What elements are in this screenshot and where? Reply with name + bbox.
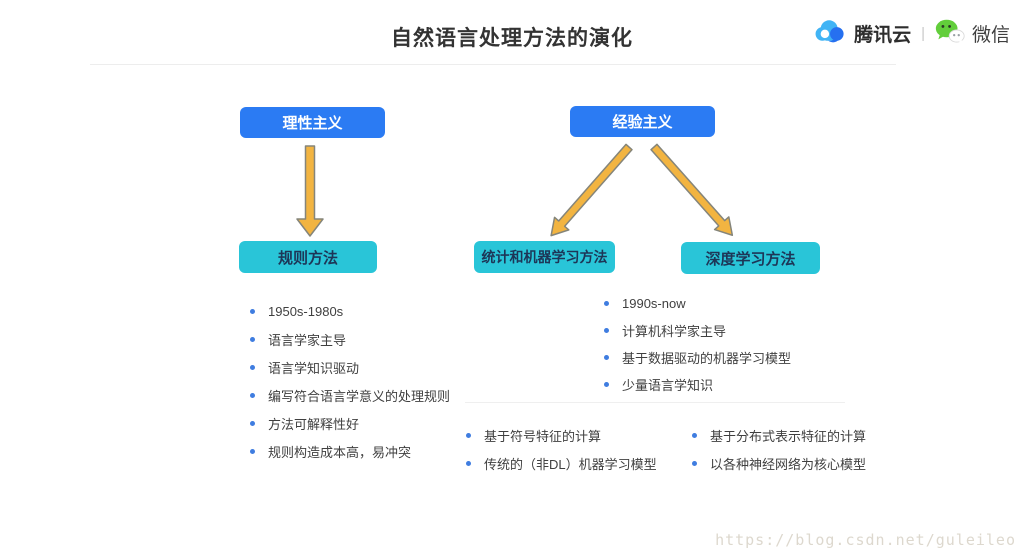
bullet-dot <box>604 328 609 333</box>
list-item: 规则构造成本高，易冲突 <box>250 437 450 465</box>
arrow-rational-to-rule <box>296 145 324 237</box>
list-item-text: 语言学知识驱动 <box>268 360 360 376</box>
page-title: 自然语言处理方法的演化 <box>391 27 633 50</box>
brand-tencent-cloud-label: 腾讯云 <box>854 24 912 46</box>
bullet-dot <box>466 432 471 438</box>
arrow-empirical-to-statistical <box>550 143 633 237</box>
node-rationalism: 理性主义 <box>240 107 385 138</box>
node-deep-learning-method: 深度学习方法 <box>681 242 820 274</box>
bullet-dot <box>692 460 697 466</box>
arrow-empirical-to-deep <box>650 143 734 236</box>
bullet-dot <box>250 308 255 314</box>
bullet-dot <box>604 301 609 306</box>
bullet-dot <box>692 432 697 438</box>
brand-separator: | <box>921 24 925 42</box>
empirical-shared-list: 1990s-now 计算机科学家主导 基于数据驱动的机器学习模型 少量语言学知识 <box>604 290 791 398</box>
bullet-dot <box>250 420 255 426</box>
middle-divider <box>465 402 845 403</box>
list-item-text: 方法可解释性好 <box>268 416 360 432</box>
list-item-text: 基于数据驱动的机器学习模型 <box>622 351 792 366</box>
bullet-dot <box>250 364 255 370</box>
list-item: 编写符合语言学意义的处理规则 <box>250 381 450 409</box>
bullet-dot <box>250 448 255 454</box>
bullet-dot <box>250 392 255 398</box>
bullet-dot <box>604 355 609 360</box>
list-item: 语言学知识驱动 <box>250 353 450 381</box>
list-item: 基于数据驱动的机器学习模型 <box>604 344 791 371</box>
node-empiricism: 经验主义 <box>570 106 715 137</box>
wechat-icon <box>935 18 965 49</box>
tencent-cloud-icon <box>813 17 847 49</box>
deep-learning-list: 基于分布式表示特征的计算 以各种神经网络为核心模型 <box>692 421 866 477</box>
list-item-text: 编写符合语言学意义的处理规则 <box>268 388 451 404</box>
list-item: 方法可解释性好 <box>250 409 450 437</box>
list-item-text: 少量语言学知识 <box>622 378 714 393</box>
list-item: 1950s-1980s <box>250 297 450 325</box>
list-item-text: 传统的（非DL）机器学习模型 <box>484 456 657 472</box>
bullet-dot <box>604 382 609 387</box>
list-item: 计算机科学家主导 <box>604 317 791 344</box>
rule-method-list: 1950s-1980s 语言学家主导 语言学知识驱动 编写符合语言学意义的处理规… <box>250 297 450 465</box>
list-item-text: 基于符号特征的计算 <box>484 428 602 444</box>
bullet-dot <box>466 460 471 466</box>
list-item: 1990s-now <box>604 290 791 317</box>
list-item: 传统的（非DL）机器学习模型 <box>466 449 657 477</box>
list-item-text: 语言学家主导 <box>268 332 347 348</box>
statistical-ml-list: 基于符号特征的计算 传统的（非DL）机器学习模型 <box>466 421 657 477</box>
watermark-url: https://blog.csdn.net/guleileo <box>715 531 1016 549</box>
list-item: 少量语言学知识 <box>604 371 791 398</box>
title-divider <box>90 64 896 65</box>
list-item-text: 基于分布式表示特征的计算 <box>710 428 867 444</box>
list-item-text: 1990s-now <box>622 296 686 311</box>
list-item-text: 规则构造成本高，易冲突 <box>268 444 412 460</box>
list-item-text: 1950s-1980s <box>268 303 344 319</box>
list-item: 语言学家主导 <box>250 325 450 353</box>
list-item-text: 以各种神经网络为核心模型 <box>710 456 867 472</box>
list-item: 以各种神经网络为核心模型 <box>692 449 866 477</box>
list-item: 基于符号特征的计算 <box>466 421 657 449</box>
list-item: 基于分布式表示特征的计算 <box>692 421 866 449</box>
node-statistical-ml-method: 统计和机器学习方法 <box>474 241 615 273</box>
brand-header: 腾讯云 | 微信 <box>813 17 1010 49</box>
list-item-text: 计算机科学家主导 <box>622 324 727 339</box>
brand-wechat-label: 微信 <box>971 24 1010 46</box>
node-rule-method: 规则方法 <box>239 241 377 273</box>
bullet-dot <box>250 336 255 342</box>
